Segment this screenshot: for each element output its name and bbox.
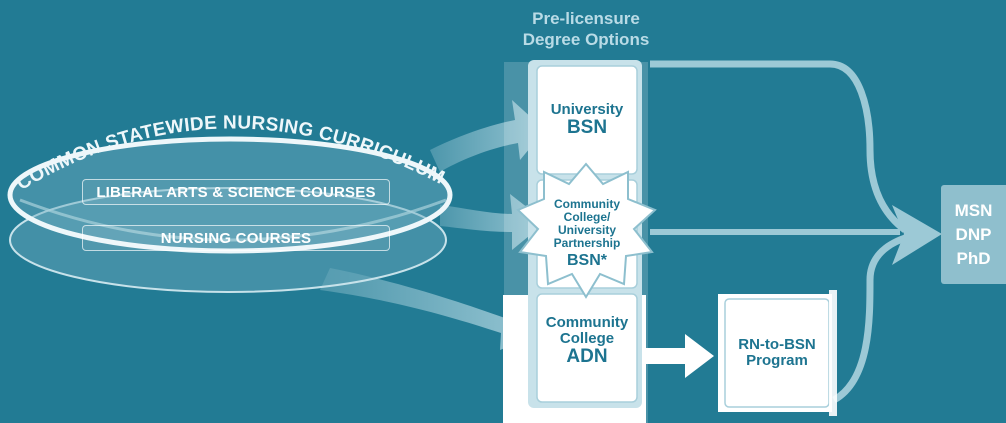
- arrow-to-partnership: [440, 194, 546, 250]
- partnership-bsn-line: BSN*: [566, 252, 607, 270]
- partnership-starburst: [516, 162, 657, 299]
- partnership-line-2: College/: [563, 210, 611, 225]
- arrow-to-university: [430, 100, 545, 172]
- rn-to-bsn-tab: [829, 290, 837, 416]
- rn-to-bsn-line-2: Program: [746, 352, 808, 369]
- dnp-label: DNP: [955, 224, 992, 244]
- phd-label: PhD: [956, 248, 991, 268]
- partnership-bsn-label: Community College/ University Partnershi…: [537, 180, 637, 288]
- liberal-arts-courses-text: LIBERAL ARTS & SCIENCE COURSES: [96, 183, 376, 201]
- graduate-outcomes-box: MSN DNP PhD: [941, 185, 1006, 284]
- partnership-line-1: Community: [554, 197, 620, 212]
- arrow-partnership-to-outcomes: [650, 229, 900, 235]
- partnership-line-4: Partnership: [553, 236, 621, 251]
- adn-line: ADN: [566, 345, 608, 367]
- community-line: Community: [545, 313, 629, 331]
- heading-line-1: Pre-licensure: [532, 9, 640, 28]
- rn-to-bsn-label: RN-to-BSN Program: [725, 299, 829, 407]
- community-adn-label: Community College ADN: [537, 300, 637, 382]
- curriculum-ellipse-upper: [7, 136, 453, 254]
- college-line: College: [559, 329, 615, 347]
- outcomes-arrowhead: [892, 205, 942, 265]
- msn-label: MSN: [954, 200, 993, 220]
- pre-licensure-heading: Pre-licensure Degree Options: [500, 8, 672, 50]
- university-line: University: [550, 100, 624, 118]
- curriculum-ring-shadow: [19, 198, 447, 242]
- nursing-courses-text: NURSING COURSES: [160, 229, 312, 247]
- nursing-courses-label: NURSING COURSES: [82, 225, 390, 251]
- partnership-line-3: University: [557, 223, 617, 238]
- rn-to-bsn-line-1: RN-to-BSN: [738, 335, 816, 353]
- arrow-adn-to-rn: [642, 334, 714, 378]
- university-bsn-line: BSN: [566, 116, 608, 138]
- heading-line-2: Degree Options: [522, 30, 650, 49]
- arrow-rn-to-outcomes: [832, 234, 907, 404]
- liberal-arts-courses-label: LIBERAL ARTS & SCIENCE COURSES: [82, 179, 390, 205]
- university-bsn-label: University BSN: [537, 66, 637, 174]
- arrow-university-to-outcomes: [650, 60, 908, 233]
- arrow-to-community: [320, 268, 540, 350]
